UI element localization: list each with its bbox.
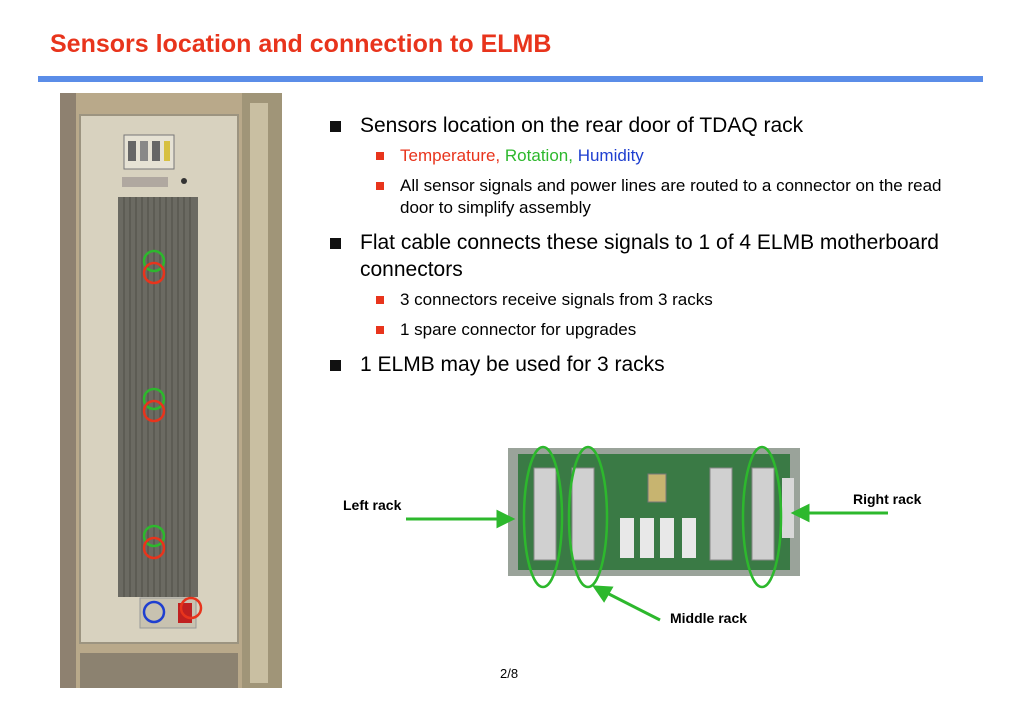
title-underline	[38, 76, 983, 82]
slide-title: Sensors location and connection to ELMB	[50, 30, 552, 58]
bullet-flat-cable: Flat cable connects these signals to 1 o…	[328, 229, 968, 283]
sub-bullet-sensor-types: Temperature, Rotation, Humidity	[328, 145, 968, 167]
arrowhead-icon	[592, 585, 614, 603]
rack-door-photo	[60, 93, 282, 688]
bullet-square-icon	[330, 121, 341, 132]
sub-bullet-signal-routing: All sensor signals and power lines are r…	[328, 175, 968, 219]
page-number: 2/8	[500, 666, 519, 681]
bullet-list: Sensors location on the rear door of TDA…	[328, 112, 968, 386]
sub-bullet-square-icon	[376, 296, 384, 304]
middle-rack-arrow	[604, 590, 661, 622]
sub-bullet-three-connectors: 3 connectors receive signals from 3 rack…	[328, 289, 968, 311]
humidity-label: Humidity	[577, 146, 644, 165]
middle-rack-label: Middle rack	[670, 610, 748, 626]
right-rack-label: Right rack	[853, 491, 922, 507]
elmb-motherboard-photo	[508, 448, 800, 576]
left-rack-label: Left rack	[343, 497, 402, 513]
temperature-label: Temperature,	[400, 146, 501, 165]
bullet-square-icon	[330, 360, 341, 371]
sub-bullet-spare-connector: 1 spare connector for upgrades	[328, 319, 968, 341]
bullet-square-icon	[330, 238, 341, 249]
sub-bullet-square-icon	[376, 326, 384, 334]
bullet-sensors-location: Sensors location on the rear door of TDA…	[328, 112, 968, 139]
sub-bullet-square-icon	[376, 152, 384, 160]
sub-bullet-square-icon	[376, 182, 384, 190]
rotation-label: Rotation,	[504, 146, 573, 165]
bullet-elmb-racks: 1 ELMB may be used for 3 racks	[328, 351, 968, 378]
